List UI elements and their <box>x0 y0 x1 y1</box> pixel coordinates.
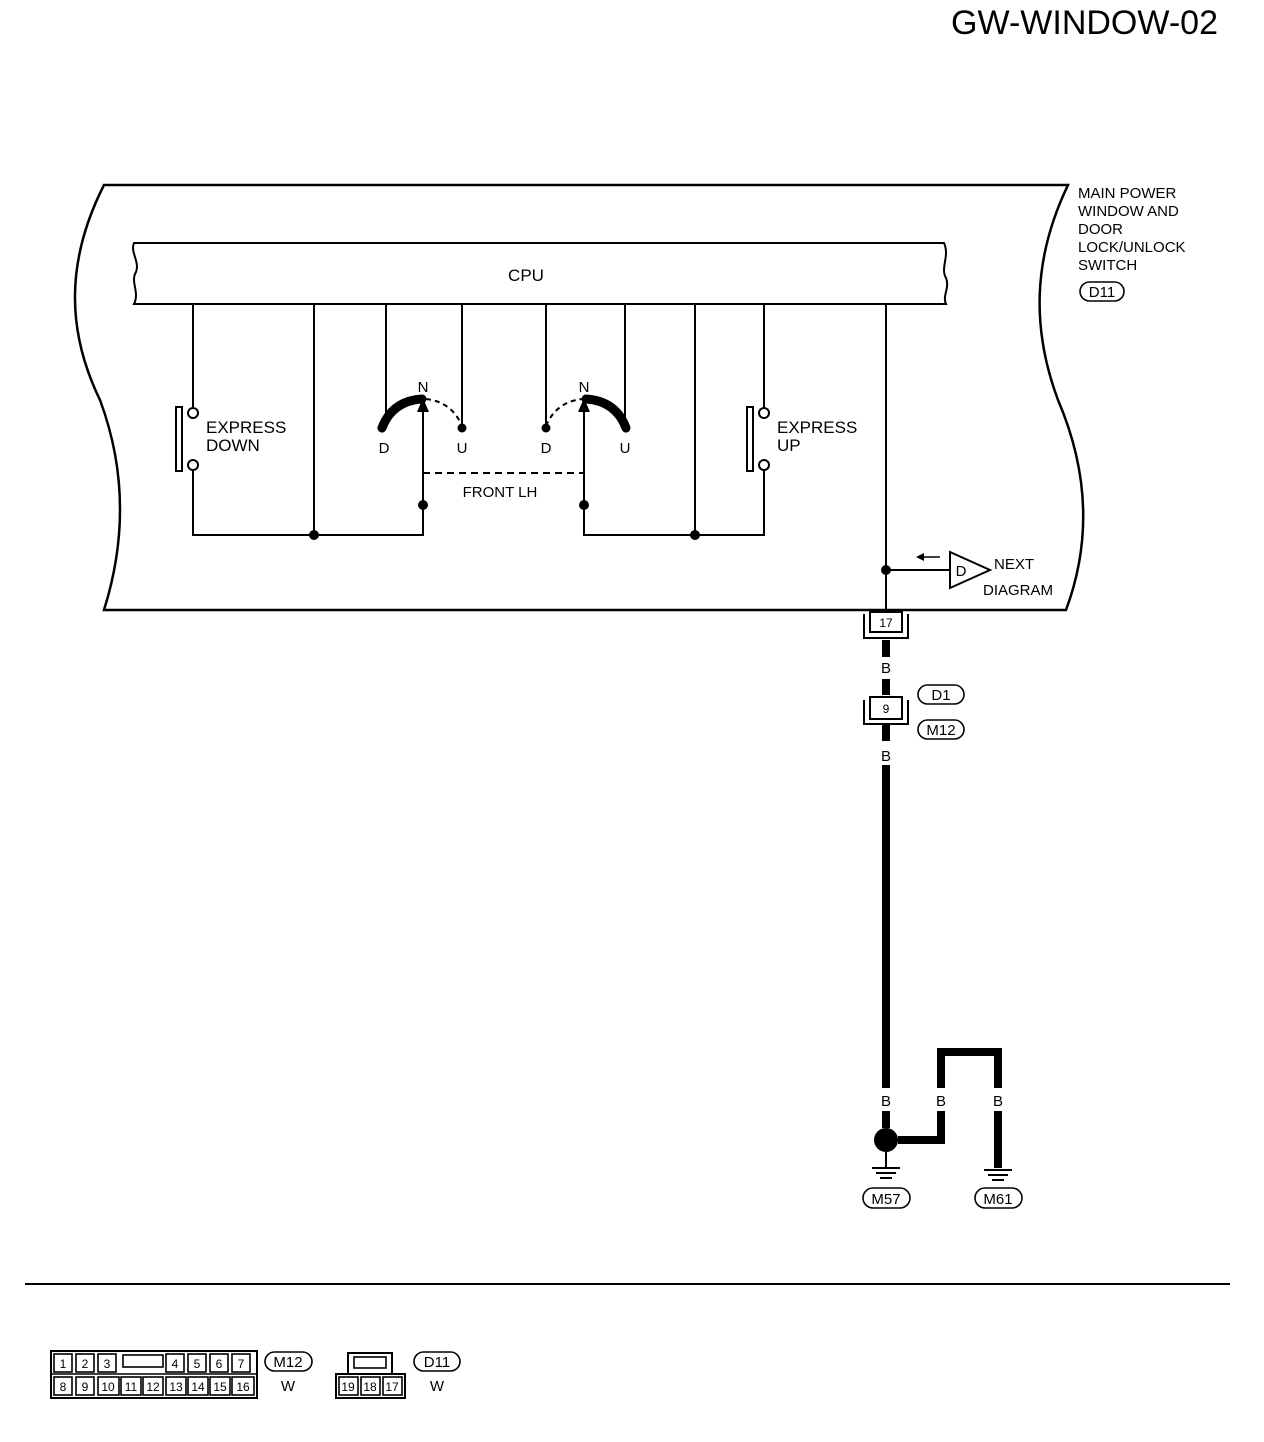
svg-text:13: 13 <box>169 1380 183 1394</box>
svg-text:11: 11 <box>125 1380 138 1394</box>
front-lh-label: FRONT LH <box>463 484 538 501</box>
connector-badge-m12: M12 <box>917 719 965 740</box>
svg-text:EXPRESS: EXPRESS <box>777 418 857 437</box>
svg-text:U: U <box>620 440 631 457</box>
svg-text:B: B <box>993 1093 1003 1110</box>
express-up-switch: EXPRESS UP <box>746 406 857 472</box>
svg-text:D: D <box>956 563 967 580</box>
right-rocker-switch: N D U <box>541 379 631 505</box>
svg-text:NEXT: NEXT <box>994 556 1034 573</box>
svg-text:N: N <box>579 379 590 396</box>
svg-text:U: U <box>457 440 468 457</box>
svg-text:M12: M12 <box>926 722 955 739</box>
connector-badge-d11: D11 <box>1079 281 1125 302</box>
svg-text:1: 1 <box>60 1357 67 1371</box>
svg-text:DOWN: DOWN <box>206 436 260 455</box>
svg-text:WINDOW AND: WINDOW AND <box>1078 203 1179 220</box>
svg-text:9: 9 <box>883 702 890 716</box>
diagram-title: GW-WINDOW-02 <box>951 4 1218 42</box>
svg-text:12: 12 <box>146 1380 160 1394</box>
connector-badge-d1: D1 <box>917 684 965 705</box>
svg-text:D: D <box>541 440 552 457</box>
component-outline <box>73 183 1085 612</box>
connector-view-m12-label: M12 W <box>264 1351 313 1395</box>
wire-color-labels: B B B B B <box>881 660 1003 1110</box>
next-diagram-reference: D NEXT DIAGRAM <box>916 550 1053 599</box>
svg-text:N: N <box>418 379 429 396</box>
svg-text:W: W <box>430 1378 445 1395</box>
svg-text:7: 7 <box>238 1357 245 1371</box>
terminal-17: 17 <box>863 611 909 639</box>
cpu-block <box>132 242 949 305</box>
left-rocker-switch: N D U <box>377 379 468 505</box>
svg-text:MAIN POWER: MAIN POWER <box>1078 185 1177 202</box>
ground-m61: M61 <box>974 1169 1023 1209</box>
svg-text:SWITCH: SWITCH <box>1078 257 1137 274</box>
svg-text:B: B <box>881 1093 891 1110</box>
connector-view-d11 <box>335 1352 406 1399</box>
svg-text:D: D <box>379 440 390 457</box>
svg-text:18: 18 <box>363 1380 377 1394</box>
svg-text:8: 8 <box>60 1380 67 1394</box>
junction-dots <box>309 500 891 575</box>
svg-text:2: 2 <box>82 1357 89 1371</box>
svg-text:16: 16 <box>236 1380 250 1394</box>
svg-text:B: B <box>881 748 891 765</box>
express-down-switch: EXPRESS DOWN <box>175 406 286 472</box>
connector-view-m12 <box>50 1350 258 1399</box>
terminal-9: 9 <box>863 696 909 725</box>
svg-text:M12: M12 <box>273 1354 302 1371</box>
svg-text:14: 14 <box>191 1380 205 1394</box>
svg-text:D1: D1 <box>931 687 950 704</box>
svg-text:M61: M61 <box>983 1191 1012 1208</box>
connector-view-d11-pins: 19 18 17 <box>341 1380 399 1394</box>
svg-text:10: 10 <box>101 1380 115 1394</box>
svg-text:B: B <box>936 1093 946 1110</box>
internal-wiring <box>192 304 950 612</box>
svg-text:15: 15 <box>213 1380 227 1394</box>
svg-text:19: 19 <box>341 1380 355 1394</box>
svg-text:D11: D11 <box>1089 284 1115 301</box>
connector-view-m12-pins: 1 2 3 4 5 6 7 8 9 10 11 12 13 14 15 16 <box>60 1357 250 1394</box>
svg-text:6: 6 <box>216 1357 223 1371</box>
svg-text:9: 9 <box>82 1380 89 1394</box>
cpu-label: CPU <box>508 266 544 285</box>
svg-text:DIAGRAM: DIAGRAM <box>983 582 1053 599</box>
svg-text:EXPRESS: EXPRESS <box>206 418 286 437</box>
svg-text:DOOR: DOOR <box>1078 221 1123 238</box>
svg-text:3: 3 <box>104 1357 111 1371</box>
svg-text:LOCK/UNLOCK: LOCK/UNLOCK <box>1078 239 1186 256</box>
svg-text:B: B <box>881 660 891 677</box>
harness-wire <box>882 640 1002 1168</box>
svg-text:W: W <box>281 1378 296 1395</box>
svg-text:17: 17 <box>879 616 893 630</box>
svg-text:5: 5 <box>194 1357 201 1371</box>
svg-text:D11: D11 <box>424 1354 450 1371</box>
ground-m57: M57 <box>862 1128 911 1209</box>
connector-view-d11-label: D11 W <box>413 1351 461 1395</box>
svg-text:M57: M57 <box>871 1191 900 1208</box>
component-name: MAIN POWER WINDOW AND DOOR LOCK/UNLOCK S… <box>1078 185 1186 274</box>
svg-text:4: 4 <box>172 1357 179 1371</box>
svg-text:UP: UP <box>777 436 801 455</box>
svg-text:17: 17 <box>385 1380 399 1394</box>
